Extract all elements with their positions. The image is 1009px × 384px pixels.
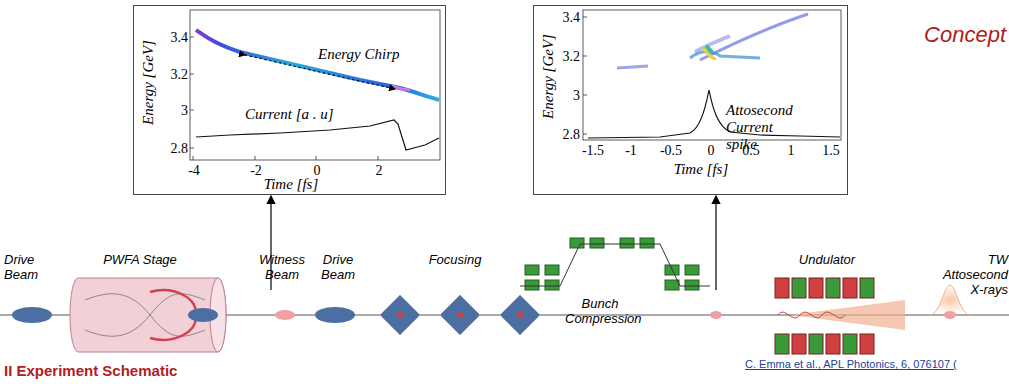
text-label: Witness Beam: [257, 252, 307, 282]
tick-label: 2: [376, 163, 383, 179]
text-label: PWFA Stage: [103, 252, 177, 267]
beam-label: Witness Beam: [252, 252, 312, 292]
plot-panel: Energy [GeV]3.43.232.8-1.5-1-0.500.511.5…: [533, 5, 848, 195]
pwfa-cylinder: [70, 278, 226, 352]
tick-label: 3: [181, 103, 188, 119]
plasma-stage: PWFA Stage: [80, 252, 200, 272]
text-label: Energy [GeV]: [140, 40, 157, 125]
tick-label: 1.5: [822, 143, 840, 159]
section-heading: II Experiment Schematic: [4, 362, 177, 379]
text-label: Energy [GeV]: [540, 34, 557, 119]
tick-label: 2.8: [563, 127, 581, 143]
tick-label: -1: [625, 143, 637, 159]
quadrupole-label: Focusing: [420, 252, 490, 272]
tick-label: -1.5: [582, 143, 604, 159]
tick-label: -0.5: [660, 143, 682, 159]
plot-panel: Energy [GeV]3.43.232.8-4-202Time [fs]Ene…: [133, 5, 446, 195]
tick-label: 1: [788, 143, 795, 159]
chicane-label: Bunch Compression: [560, 296, 640, 336]
text-label: Bunch Compression: [565, 296, 635, 326]
text-label: Time [fs]: [264, 176, 319, 193]
text-label: Attosecond Current spike: [726, 102, 806, 153]
beam-label: Drive Beam: [310, 252, 366, 292]
tick-label: -2: [250, 163, 262, 179]
tick-label: 3.2: [171, 67, 189, 83]
tick-label: 3.4: [563, 10, 581, 26]
beam-label: Drive Beam: [4, 252, 60, 292]
undulator-label: Undulator: [782, 252, 872, 272]
tick-label: 0: [708, 143, 715, 159]
tick-label: 3: [573, 88, 580, 104]
plot-1: [190, 10, 440, 160]
text-label: Current [a . u]: [245, 106, 334, 123]
text-label: Undulator: [799, 252, 855, 267]
tick-label: 3.2: [563, 49, 581, 65]
plot-2: [583, 10, 841, 140]
text-label: Drive Beam: [4, 252, 40, 282]
tick-label: -4: [188, 163, 200, 179]
text-label: Energy Chirp: [318, 46, 400, 63]
slide-title: Concept: [924, 22, 1006, 48]
drive-beam: [12, 307, 52, 323]
tick-label: 2.8: [171, 141, 189, 157]
text-label: Focusing: [429, 252, 482, 267]
citation: C. Emma et al., APL Photonics, 6, 076107…: [745, 358, 957, 370]
text-label: Drive Beam: [320, 252, 356, 282]
text-label: TW Attosecond X-rays: [936, 252, 1008, 297]
text-label: Time [fs]: [674, 161, 729, 178]
xray-label: TW Attosecond X-rays: [920, 252, 1008, 292]
tick-label: 3.4: [171, 30, 189, 46]
